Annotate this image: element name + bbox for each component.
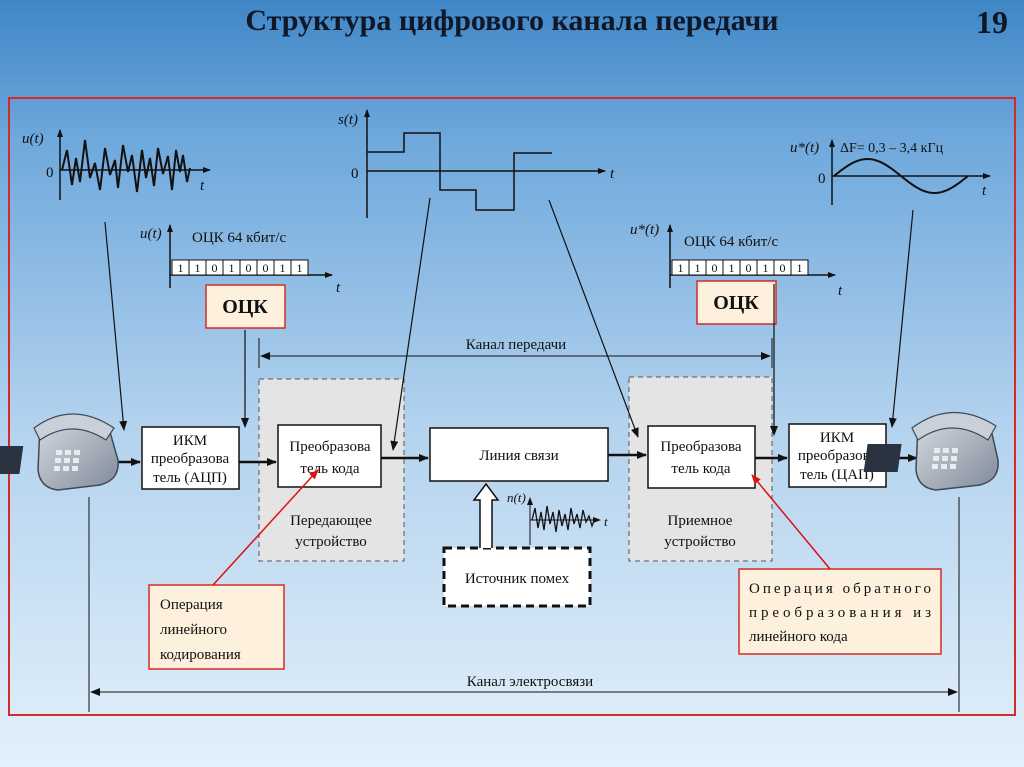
u-out-ylabel: u*(t) <box>790 140 819 156</box>
bits-right-bit-value: 0 <box>746 261 752 275</box>
rx-device-line1: Приемное <box>668 513 733 529</box>
ock-left-box <box>205 284 286 329</box>
bits-right-bit-value: 0 <box>712 261 718 275</box>
slide-title: Структура цифрового канала передачи <box>245 4 779 37</box>
communication-line-label: Линия связи <box>479 448 558 464</box>
annotation-linear-line3: кодирования <box>160 647 241 663</box>
code-conv-rx-line2: тель кода <box>671 461 731 477</box>
graph-u-output: u*(t) ΔF= 0,3 – 3,4 кГц 0 t <box>790 139 991 205</box>
page-number: 19 <box>976 4 1008 40</box>
ikm-dac-line1: ИКМ <box>820 430 854 446</box>
transmission-channel-label: Канал передачи <box>466 337 566 353</box>
u-in-xlabel: t <box>200 178 205 194</box>
graph-s-line: s(t) 0 t <box>338 109 615 218</box>
tx-device-line2: устройство <box>295 534 367 550</box>
bits-left-rate: ОЦК 64 кбит/с <box>192 230 286 246</box>
annotation-linear-arrow <box>212 469 319 586</box>
bits-left-bit-value: 1 <box>280 261 286 275</box>
bits-left-bit-value: 1 <box>178 261 184 275</box>
annotation-linear-line1: Операция <box>160 597 223 613</box>
bits-left-bit-value: 1 <box>297 261 303 275</box>
bits-right-bit-value: 1 <box>797 261 803 275</box>
bits-right-bit-value: 1 <box>695 261 701 275</box>
u-out-annotation: ΔF= 0,3 – 3,4 кГц <box>840 141 944 156</box>
bits-left-bit-value: 0 <box>246 261 252 275</box>
code-conv-tx-line2: тель кода <box>300 461 360 477</box>
bits-left-bit-value: 0 <box>212 261 218 275</box>
noise-xlabel: t <box>604 514 608 529</box>
bits-left-xlabel: t <box>336 280 341 296</box>
annotation-inverse-line2: преобразования из <box>749 605 931 621</box>
noise-ylabel: n(t) <box>507 490 526 505</box>
annotation-linear-line2: линейного <box>160 622 227 638</box>
u-out-xlabel: t <box>982 183 987 199</box>
code-converter-tx-block <box>277 424 382 488</box>
u-out-zero: 0 <box>818 171 826 187</box>
tx-device-line1: Передающее <box>290 513 372 529</box>
annotation-linear-coding-box <box>148 584 285 670</box>
bits-right-bit-value: 1 <box>678 261 684 275</box>
s-xlabel: t <box>610 166 615 182</box>
ikm-dac-line3: тель (ЦАП) <box>800 467 874 483</box>
ock-right-box <box>696 280 777 325</box>
signal-reference-arrows <box>104 197 914 451</box>
bits-right-bit-cell <box>790 259 809 276</box>
bits-right-bit-value: 1 <box>729 261 735 275</box>
ikm-dac-line2: преобразова <box>798 448 877 464</box>
ikm-adc-block <box>141 426 240 490</box>
bits-right-xlabel: t <box>838 283 843 299</box>
bits-right-bit-value: 1 <box>763 261 769 275</box>
bits-right-rate: ОЦК 64 кбит/с <box>684 234 778 250</box>
noise-source-block <box>442 546 592 608</box>
code-conv-rx-line1: Преобразова <box>660 439 742 455</box>
bits-left-bit-cell <box>290 259 309 276</box>
annotation-inverse-box <box>738 568 942 655</box>
bits-left-ylabel: u(t) <box>140 226 162 242</box>
u-in-zero: 0 <box>46 165 54 181</box>
communication-line-block <box>429 427 609 482</box>
ock-left-label: ОЦК <box>222 296 268 318</box>
bits-left-bit-value: 1 <box>195 261 201 275</box>
ikm-adc-line1: ИКМ <box>173 433 207 449</box>
bits-right-ylabel: u*(t) <box>630 222 659 238</box>
u-in-ylabel: u(t) <box>22 131 44 147</box>
annotation-inverse-arrow <box>751 474 831 570</box>
telephone-left-icon <box>0 413 119 491</box>
bits-left-bit-value: 0 <box>263 261 269 275</box>
graph-noise: n(t) t <box>507 490 608 545</box>
noise-source-label: Источник помех <box>465 571 570 587</box>
diagram-frame <box>8 97 1016 716</box>
bits-right-bit-value: 0 <box>780 261 786 275</box>
rx-device-line2: устройство <box>664 534 736 550</box>
ikm-adc-line3: тель (АЦП) <box>153 470 227 486</box>
code-converter-rx-block <box>647 425 756 489</box>
ikm-adc-line2: преобразова <box>151 451 230 467</box>
graph-u-input: u(t) 0 t <box>22 129 211 200</box>
telecom-channel-label: Канал электросвязи <box>467 674 593 690</box>
bits-left-bit-value: 1 <box>229 261 235 275</box>
ock-right-label: ОЦК <box>713 292 759 314</box>
s-ylabel: s(t) <box>338 112 358 128</box>
annotation-inverse-line3: линейного кода <box>749 629 848 645</box>
s-zero: 0 <box>351 166 359 182</box>
code-conv-tx-line1: Преобразова <box>289 439 371 455</box>
telephone-right-icon <box>863 411 999 491</box>
noise-injection-arrow <box>472 482 500 548</box>
